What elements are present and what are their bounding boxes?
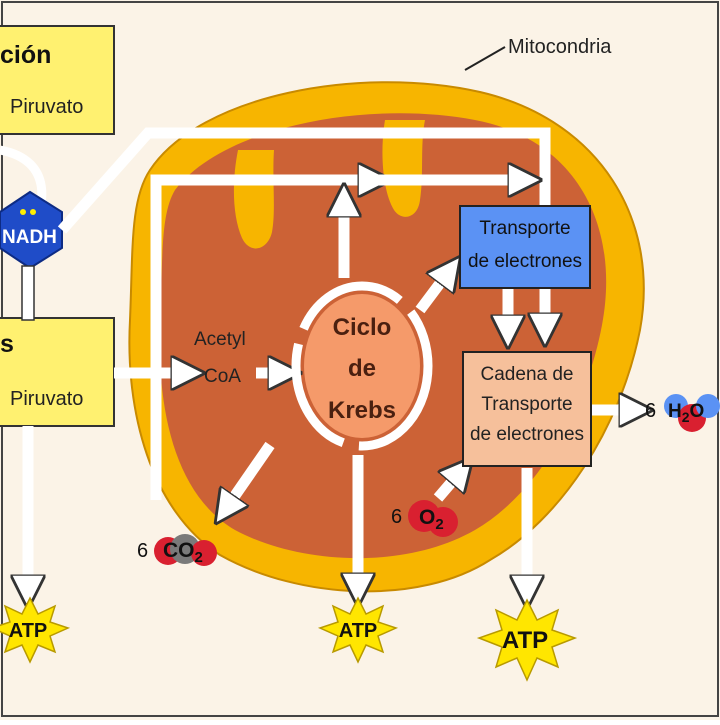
krebs-to-co2-arrow xyxy=(225,441,275,510)
chain-label-line1: Cadena de xyxy=(481,364,574,385)
mitochondria-label: Mitocondria xyxy=(508,36,612,58)
krebs-to-transport-arrow xyxy=(415,270,450,314)
top-box-title: ción xyxy=(0,41,51,69)
atp-star-icon xyxy=(476,598,578,682)
o2-formula: O2 xyxy=(419,506,444,533)
krebs-cycle-body xyxy=(304,294,420,438)
atp-label: ATP xyxy=(339,620,378,642)
o2-to-chain-arrow xyxy=(433,470,462,502)
mid-box-title: s xyxy=(0,330,14,358)
krebs-cycle-ring xyxy=(291,281,433,451)
nadh-dot xyxy=(30,209,36,215)
atp-star-icon xyxy=(317,596,399,664)
mitochondria-pointer-line xyxy=(464,46,506,71)
atp-label: ATP xyxy=(9,620,48,642)
co2-formula: CO2 xyxy=(163,539,203,566)
co2-coefficient: 6 xyxy=(137,540,148,562)
acetyl-label-line2: CoA xyxy=(204,366,241,387)
transport-label-line2: de electrones xyxy=(468,251,582,272)
nadh-label: NADH xyxy=(2,227,57,248)
h2o-coefficient: 6 xyxy=(645,400,656,422)
krebs-label-line2: de xyxy=(348,355,376,382)
nadh-dot xyxy=(20,209,26,215)
atp-label: ATP xyxy=(502,627,548,654)
o2-coefficient: 6 xyxy=(391,506,402,528)
atp-star-chain: ATP xyxy=(476,598,578,682)
atp-star-icon xyxy=(0,596,71,664)
nadh-to-mid-connector xyxy=(21,265,35,321)
transport-label-line1: Transporte xyxy=(479,218,570,239)
matrix-feed-arrow xyxy=(150,180,375,500)
nadh-hexagon xyxy=(0,190,63,270)
h2o-formula: H2O xyxy=(668,401,704,425)
h2o-hydrogen-atom xyxy=(696,394,720,418)
co2-oxygen-atom xyxy=(191,540,217,566)
krebs-label-line1: Ciclo xyxy=(333,314,392,341)
acetyl-label-line1: Acetyl xyxy=(194,329,246,350)
mid-box-subtitle: Piruvato xyxy=(10,388,83,410)
mitochondrion-crista-right xyxy=(382,120,425,217)
krebs-label-line3: Krebs xyxy=(328,397,396,424)
transport-chain-box xyxy=(462,351,592,467)
top-box-subtitle: Piruvato xyxy=(10,96,83,118)
mid-glycolysis-box xyxy=(0,317,115,427)
electron-transport-box xyxy=(459,205,591,289)
chain-label-line2: Transporte xyxy=(481,394,572,415)
atp-star-krebs: ATP xyxy=(317,596,399,664)
atp-star-glycolysis: ATP xyxy=(0,596,71,664)
top-glycolysis-box xyxy=(0,25,115,135)
o2-atom xyxy=(428,507,458,537)
chain-label-line3: de electrones xyxy=(470,424,584,445)
